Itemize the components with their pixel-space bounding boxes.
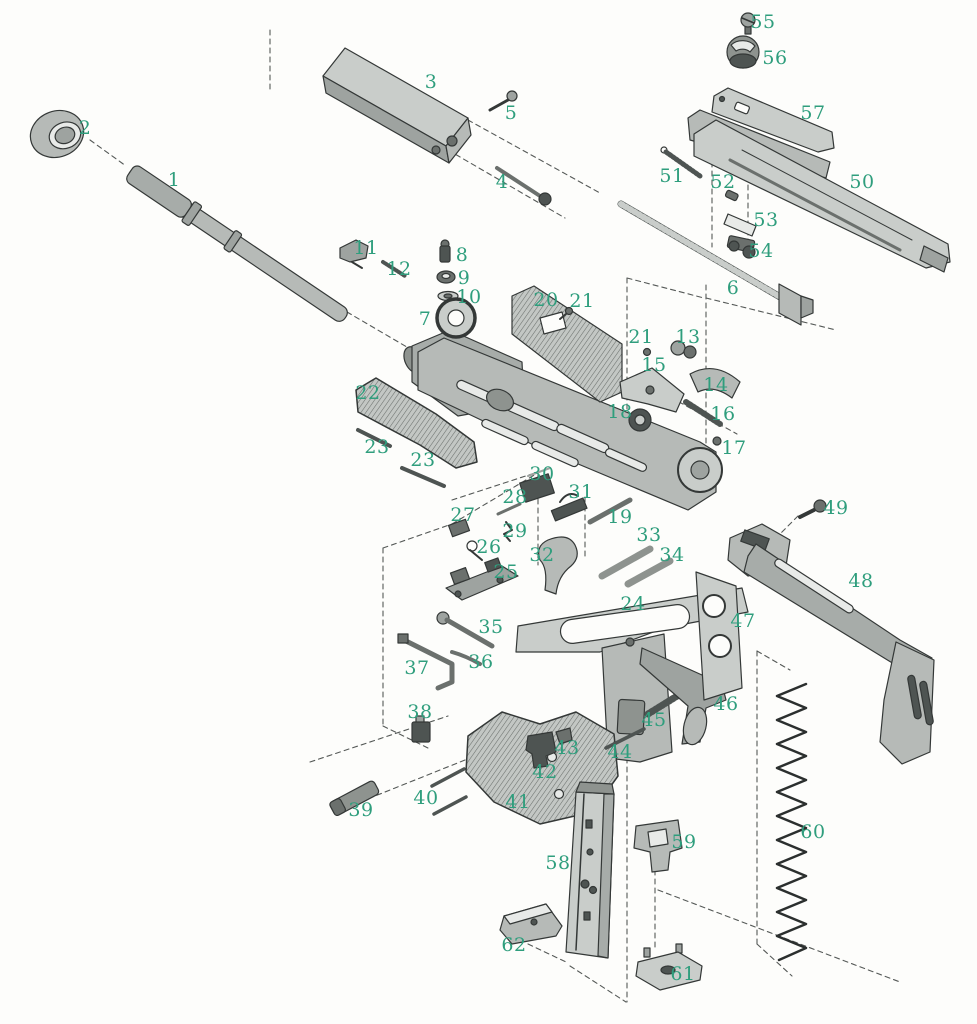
extractor-parts-illustration [437,240,458,301]
pivot-13-illustration [671,341,696,358]
foregrip-illustration [356,378,477,468]
foregrip-pins-illustration [358,430,444,486]
plate-15-illustration [620,368,684,412]
receiver-cover-illustration [323,48,471,163]
plug-39-illustration [329,780,380,817]
screw-21a-illustration [560,308,573,320]
sight-cup-illustration [727,36,759,68]
bracket-37-illustration [398,634,452,688]
grommet-18-illustration [629,409,651,431]
bar-31-illustration [551,494,587,521]
sight-pin-illustration [725,190,739,201]
barrel-nut-illustration [24,103,90,165]
latch-spring-illustration [383,262,405,276]
barrel-illustration [123,162,352,327]
magazine-spring-illustration [777,684,806,960]
recoil-spring-illustration [621,204,813,325]
pin-17-illustration [713,437,721,445]
charging-handle-illustration [497,168,551,205]
block-30-illustration [520,468,555,502]
magazine-illustration [566,782,614,958]
receiver-body-illustration [418,338,722,510]
pin-19-illustration [590,500,630,522]
cover-screw-illustration [490,91,517,110]
stock-screw-illustration [800,500,826,517]
leaf-36-illustration [452,652,480,664]
side-plate-illustration [696,572,742,700]
plate-62-illustration [500,904,562,944]
block-27-illustration [448,519,469,536]
pin-44-illustration [606,729,644,748]
sight-slide-illustration [724,214,756,236]
screw-21b-illustration [644,349,651,356]
sight-spring-illustration [661,147,700,176]
latch-illustration [340,240,368,268]
sight-block-illustration [727,235,755,258]
trigger-illustration [539,537,578,594]
pin-33-illustration [602,549,650,576]
sear-assembly-illustration [446,558,518,600]
wire-29-illustration [504,522,512,541]
bolt-plate-illustration [512,286,622,402]
pins-40-illustration [432,769,466,814]
follower-illustration [634,820,682,872]
sight-base-illustration [688,110,950,272]
saddle-14-illustration [690,369,740,398]
folding-stock-illustration [728,524,934,764]
floorplate-illustration [636,944,702,990]
sight-knob-illustration [741,13,755,34]
spring-16-illustration [686,402,720,424]
pin-28-illustration [498,504,520,514]
clip-43-illustration [556,728,572,744]
sight-leaf-illustration [712,88,834,152]
catch-38-illustration [412,716,430,742]
spring-26-illustration [467,541,482,560]
catch-42-illustration [526,732,556,768]
lever-35-illustration [437,612,492,646]
pin-34-illustration [628,561,670,584]
